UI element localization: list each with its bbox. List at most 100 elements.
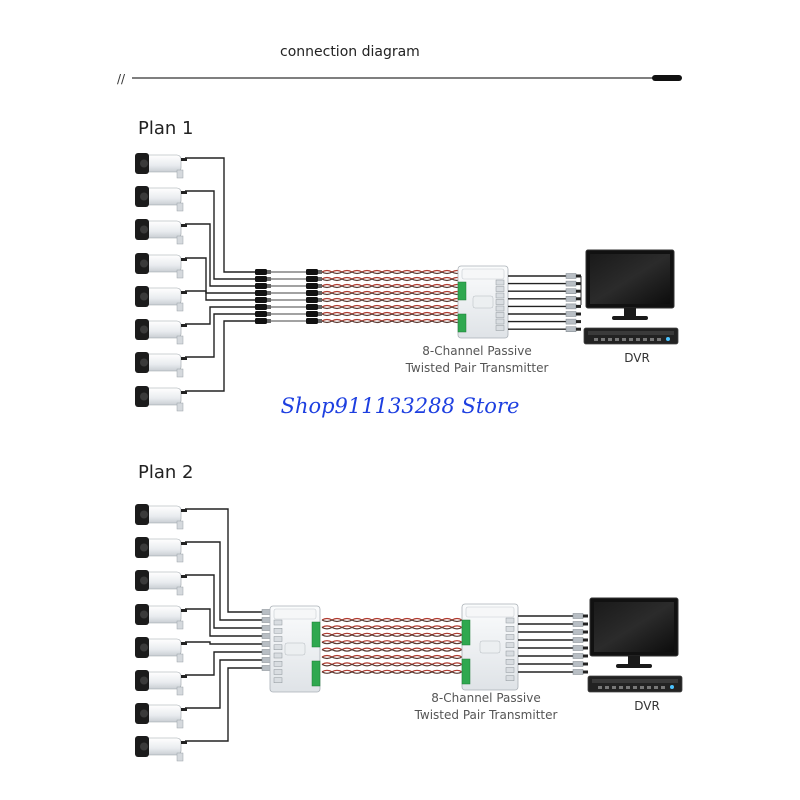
balun-body [306, 304, 318, 310]
coax-cable [185, 320, 255, 392]
bnc-boot [583, 662, 588, 666]
bnc-boot [576, 312, 581, 316]
twisted-pair-wire [321, 299, 463, 303]
bnc-connector-icon [565, 303, 581, 310]
bnc-shell [565, 296, 577, 302]
bnc-boot [576, 289, 581, 293]
hub-terminal-block [461, 619, 471, 646]
bnc-shell [565, 280, 577, 287]
hub-terminal-block [311, 621, 321, 648]
hub-port [505, 650, 515, 657]
hub-port [495, 299, 505, 305]
hub-port [505, 617, 515, 624]
camera-lens [140, 643, 148, 652]
plan2-transmitter-caption-line1: 8-Channel Passive [431, 691, 540, 705]
twisted-pair-wire [321, 271, 463, 275]
balun-tip [318, 284, 322, 288]
camera-mount [176, 269, 184, 279]
camera-icon [135, 504, 187, 530]
camera-icon [135, 186, 187, 212]
bnc-boot [583, 630, 588, 634]
balun-icon [255, 304, 271, 310]
coax-cable [185, 257, 255, 294]
monitor-neck [624, 308, 636, 316]
coax-cable [185, 313, 255, 358]
transmitter-hub-icon [461, 603, 519, 691]
plan1-transmitter-caption-line1: 8-Channel Passive [422, 344, 531, 358]
dvr-button [636, 338, 640, 341]
coax-cable [185, 608, 262, 637]
bnc-shell [572, 645, 584, 651]
twisted-pair-wire [321, 292, 463, 296]
bnc-connector-icon [565, 273, 581, 279]
balun-tip [267, 277, 271, 281]
camera-cable-stub [181, 675, 187, 678]
bnc-boot [583, 614, 588, 618]
camera-icon [135, 703, 187, 729]
dvr-button [643, 338, 647, 341]
bnc-boot [583, 638, 588, 642]
balun-body [255, 318, 267, 324]
camera-cable-stub [181, 324, 187, 327]
twisted-pair-wire [321, 656, 463, 660]
twisted-pair-wire [321, 626, 463, 630]
dvr-button [629, 338, 633, 341]
dvr-button [615, 338, 619, 341]
hub-port [273, 636, 283, 642]
camera-cable-stub [181, 391, 187, 394]
diagram-title: connection diagram [280, 44, 420, 60]
dvr-button [622, 338, 626, 341]
bnc-shell [572, 669, 584, 675]
hub-label-plate [284, 642, 306, 656]
camera-lens [140, 676, 148, 685]
hub-terminal-block [457, 313, 467, 333]
balun-body [306, 290, 318, 296]
coax-cable [185, 508, 262, 613]
camera-lens [140, 392, 148, 401]
balun-body [255, 304, 267, 310]
bnc-shell [572, 621, 584, 627]
camera-mount [176, 686, 184, 696]
bnc-connector-icon [572, 669, 588, 675]
plan1-diagram [135, 153, 679, 412]
camera-lens [140, 159, 148, 168]
twisted-pair-wire [321, 619, 463, 623]
bnc-connector-icon [572, 661, 588, 667]
camera-mount [176, 553, 184, 563]
dvr-button [633, 686, 637, 689]
balun-tip [318, 291, 322, 295]
camera-lens [140, 742, 148, 751]
camera-cable-stub [181, 609, 187, 612]
bnc-connector-icon [565, 326, 581, 332]
hub-label-plate [472, 295, 494, 309]
hub-top-ridge [461, 268, 505, 280]
hub-port [495, 279, 505, 286]
bnc-shell [565, 288, 577, 294]
bnc-connector-icon [572, 637, 588, 643]
twisted-pair-wire [321, 671, 463, 674]
balun-icon [306, 290, 322, 296]
balun-body [306, 318, 318, 324]
camera-icon [135, 604, 187, 630]
dvr-button [594, 338, 598, 341]
balun-icon [255, 283, 271, 289]
dvr-button [640, 686, 644, 689]
hub-label-plate [479, 640, 501, 654]
camera-cable-stub [181, 224, 187, 227]
dvr-led [666, 337, 670, 341]
monitor-icon [585, 249, 675, 320]
plan2-dvr-label: DVR [634, 699, 660, 713]
dvr-button [661, 686, 665, 689]
twisted-pair-wire [321, 278, 463, 282]
balun-body [255, 290, 267, 296]
twisted-pair-wire [321, 320, 463, 324]
hub-port [273, 661, 283, 667]
twisted-pair-wire [321, 285, 463, 289]
balun-tip [318, 270, 322, 274]
header-slashes: // [117, 72, 126, 86]
hub-port [505, 634, 515, 640]
hub-port [495, 286, 505, 292]
camera-mount [176, 402, 184, 412]
hub-port [505, 667, 515, 673]
camera-mount [176, 335, 184, 345]
